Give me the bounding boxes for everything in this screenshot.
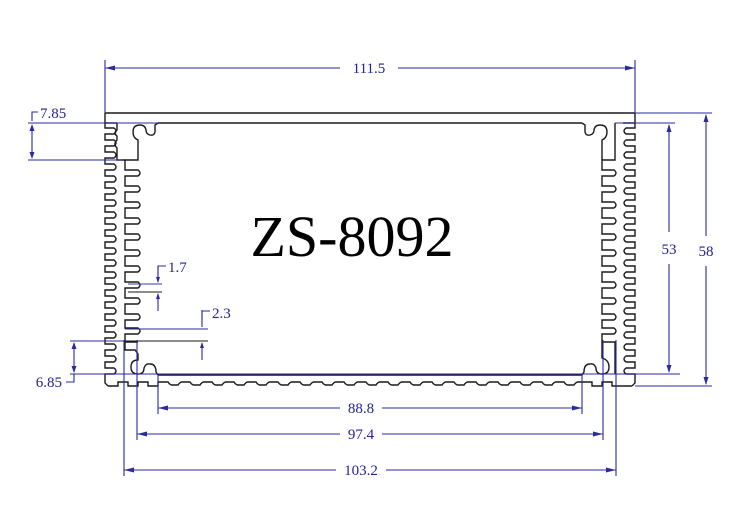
svg-text:58: 58 [699,244,714,260]
dimension-bottom-outer-width: 103.2 [123,340,617,479]
dimension-bottom-offset: 6.85 [36,340,680,391]
right-screw-slot [581,342,610,376]
svg-text:88.8: 88.8 [348,401,374,417]
dimension-bottom-mid-width: 97.4 [136,340,604,443]
svg-text:6.85: 6.85 [36,375,62,391]
svg-text:103.2: 103.2 [344,463,378,479]
bottom-fins [108,381,632,387]
svg-text:2.3: 2.3 [212,306,231,322]
left-top-screw-slot [125,122,159,161]
dimension-inner-height: 53 [615,122,677,373]
left-inner-fins [114,123,141,343]
dimension-overall-height: 58 [635,112,714,387]
right-inner-fins [601,123,617,374]
right-outer-fins [623,123,636,387]
left-outer-fins [104,123,117,387]
right-top-screw-slot [581,122,608,160]
svg-text:53: 53 [662,242,677,258]
svg-text:97.4: 97.4 [348,427,375,443]
svg-text:7.85: 7.85 [40,106,66,122]
svg-text:1.7: 1.7 [168,260,187,276]
model-title: ZS-8092 [251,204,454,269]
svg-text:111.5: 111.5 [353,61,386,77]
dimension-top-offset: 7.85 [28,106,158,161]
dimension-fin-spacing: 1.7 [128,260,187,311]
left-screw-slot [124,342,159,376]
profile-outline [104,112,636,387]
dimension-slot-width: 2.3 [125,306,231,360]
dimension-bottom-inner-width: 88.8 [157,375,583,417]
dimension-overall-width: 111.5 [104,60,636,113]
